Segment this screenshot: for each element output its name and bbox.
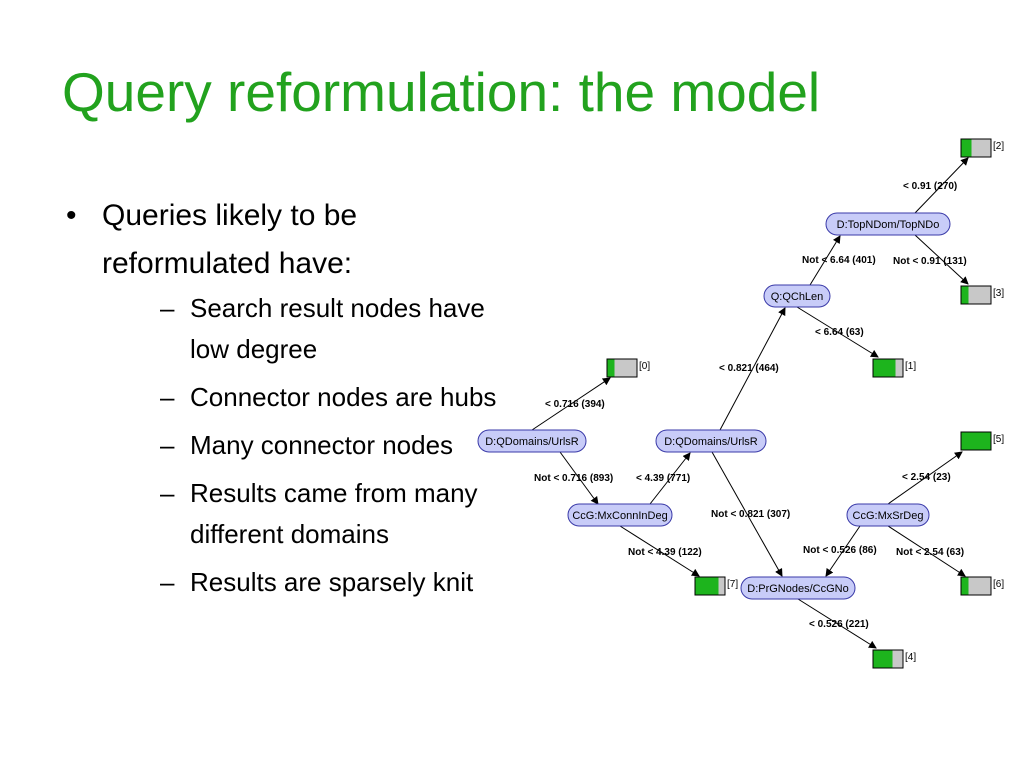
tree-node-box: [567, 503, 673, 527]
leaf-fill: [961, 139, 972, 157]
tree-node: Q:QChLen: [763, 284, 831, 308]
leaf-fill: [695, 577, 719, 595]
tree-edge: [797, 598, 877, 649]
tree-node: D:QDomains/UrlsR: [477, 429, 587, 453]
leaf-label: [0]: [639, 361, 650, 372]
tree-edge: [649, 452, 691, 505]
edge-label: < 6.64 (63): [815, 327, 864, 338]
leaf-fill: [607, 359, 615, 377]
leaf-node: [7]: [694, 576, 738, 596]
tree-node-label: D:PrGNodes/CcGNo: [747, 583, 848, 595]
leaf-label: [3]: [993, 288, 1004, 299]
leaf-label: [7]: [727, 579, 738, 590]
tree-edge-labels: < 0.91 (270) Not < 0.91 (131) Not < 6.64 (…: [534, 181, 967, 630]
leaf-fill: [873, 359, 896, 377]
leaf-node: [4]: [872, 649, 916, 669]
edge-label: Not < 0.821 (307): [711, 509, 790, 520]
tree-edge: [809, 235, 841, 286]
tree-node: CcG:MxConnInDeg: [567, 503, 673, 527]
leaf-fill: [961, 577, 969, 595]
tree-edge: [914, 157, 969, 214]
bullet-item: Queries likely to be reformulated have: …: [58, 192, 528, 603]
tree-edge: [559, 451, 599, 505]
leaf-label: [2]: [993, 141, 1004, 152]
tree-node-label: D:QDomains/UrlsR: [485, 436, 579, 448]
tree-node: D:TopNDom/TopNDo: [825, 212, 951, 236]
leaf-node: [1]: [872, 358, 916, 378]
tree-node: D:PrGNodes/CcGNo: [740, 576, 856, 600]
leaf-node: [6]: [960, 576, 1004, 596]
leaf-node: [2]: [960, 138, 1004, 158]
edge-label: Not < 0.526 (86): [803, 545, 877, 556]
tree-node-label: D:QDomains/UrlsR: [664, 436, 758, 448]
edge-label: Not < 6.64 (401): [802, 255, 876, 266]
tree-node: CcG:MxSrDeg: [846, 503, 930, 527]
tree-node-box: [825, 212, 951, 236]
tree-node-label: CcG:MxConnInDeg: [572, 510, 667, 522]
leaf-label: [1]: [905, 361, 916, 372]
edge-label: Not < 0.716 (893): [534, 473, 613, 484]
leaf-label: [4]: [905, 652, 916, 663]
leaf-node: [3]: [960, 285, 1004, 305]
tree-edge: [719, 307, 786, 431]
tree-edge: [914, 234, 969, 285]
sub-bullet-list: Search result nodes have low degree Conn…: [102, 288, 528, 603]
tree-edge: [796, 306, 879, 358]
edge-label: < 0.821 (464): [719, 363, 779, 374]
leaf-fill: [961, 286, 969, 304]
edge-label: < 4.39 (771): [636, 473, 690, 484]
sub-bullet-item: Search result nodes have low degree: [102, 288, 528, 370]
leaf-fill: [873, 650, 893, 668]
leaf-node: [5]: [960, 431, 1004, 451]
bullet-text: Queries likely to be reformulated have:: [102, 199, 358, 280]
tree-edge: [887, 451, 963, 505]
tree-node: D:QDomains/UrlsR: [655, 429, 767, 453]
leaf-node: [0]: [606, 358, 650, 378]
sub-bullet-item: Connector nodes are hubs: [102, 377, 528, 418]
slide-title: Query reformulation: the model: [62, 61, 821, 123]
tree-edges: [531, 157, 969, 649]
edge-label: < 0.716 (394): [545, 399, 605, 410]
tree-edge: [825, 525, 861, 577]
edge-label: Not < 2.54 (63): [896, 547, 964, 558]
tree-edge: [619, 525, 700, 577]
leaf-label: [6]: [993, 579, 1004, 590]
tree-node-label: Q:QChLen: [771, 291, 824, 303]
edge-label: Not < 0.91 (131): [893, 256, 967, 267]
tree-node-box: [655, 429, 767, 453]
sub-bullet-item: Many connector nodes: [102, 425, 528, 466]
edge-label: < 0.91 (270): [903, 181, 957, 192]
tree-edge: [531, 377, 611, 431]
leaf-fill: [961, 432, 991, 450]
tree-leaves: [2] [3] [0] [1] [5] [6] [7] [4]: [606, 138, 1004, 669]
edge-label: < 0.526 (221): [809, 619, 869, 630]
tree-node-box: [477, 429, 587, 453]
tree-node-label: D:TopNDom/TopNDo: [837, 219, 940, 231]
tree-edge: [711, 451, 783, 577]
edge-label: < 2.54 (23): [902, 472, 951, 483]
tree-node-box: [846, 503, 930, 527]
tree-nodes: D:TopNDom/TopNDoQ:QChLenD:QDomains/UrlsR…: [477, 212, 951, 600]
edge-label: Not < 4.39 (122): [628, 547, 702, 558]
bullet-list: Queries likely to be reformulated have: …: [58, 192, 528, 610]
sub-bullet-item: Results are sparsely knit: [102, 562, 528, 603]
tree-edge: [887, 525, 966, 577]
sub-bullet-item: Results came from many different domains: [102, 473, 528, 555]
tree-node-box: [740, 576, 856, 600]
leaf-label: [5]: [993, 434, 1004, 445]
tree-node-label: CcG:MxSrDeg: [853, 510, 924, 522]
tree-node-box: [763, 284, 831, 308]
